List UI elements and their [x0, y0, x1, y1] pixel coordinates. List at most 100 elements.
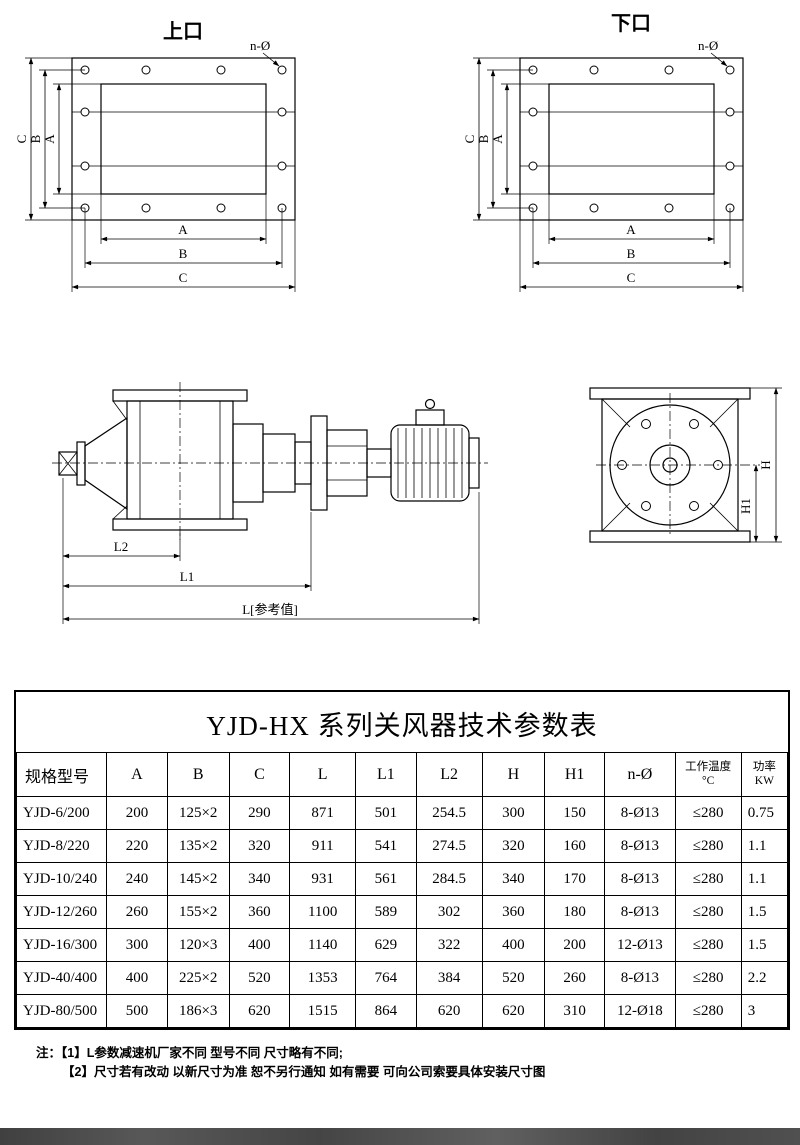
cell: ≤280 [674, 961, 742, 995]
col-header-h1: H1 [544, 752, 606, 797]
cell: 290 [228, 796, 291, 830]
dim-a-bottom-label: A [178, 222, 188, 237]
cell: 254.5 [415, 796, 483, 830]
cell: 300 [106, 928, 168, 962]
cell: YJD-12/260 [15, 895, 108, 929]
table-row: YJD-16/300 300 120×3 400 1140 629 322 40… [15, 928, 789, 962]
cell: 340 [228, 862, 291, 896]
technical-drawings: 上口 n-Ø C B A A B C [14, 13, 782, 624]
cell: 864 [355, 994, 417, 1028]
dim-h-label: H [758, 460, 773, 469]
motor-terminal-box [415, 409, 445, 426]
side-view-drawing: L2 L1 L[参考值] [52, 382, 488, 624]
col-header-l2: L2 [415, 752, 483, 797]
spec-table: 规格型号 A B C L L1 L2 H H1 n-Ø 工作温度 °C 功率 K… [15, 752, 789, 1028]
lower-port-title: 下口 [611, 13, 651, 35]
bottom-image-strip [0, 1128, 800, 1145]
cell: 302 [415, 895, 483, 929]
cell: 8-Ø13 [604, 862, 676, 896]
dim-b-left-label: B [476, 134, 491, 143]
cell: 135×2 [166, 829, 230, 863]
cell: 125×2 [166, 796, 230, 830]
cell: 322 [415, 928, 483, 962]
cell: 360 [228, 895, 291, 929]
cell: 1.5 [740, 895, 789, 929]
cell: 911 [289, 829, 357, 863]
table-row: YJD-12/260 260 155×2 360 1100 589 302 36… [15, 895, 789, 929]
col-header-l: L [289, 752, 357, 797]
dim-c-bottom-label: C [179, 270, 188, 285]
cell: 620 [415, 994, 483, 1028]
cell: 931 [289, 862, 357, 896]
col-header-h: H [481, 752, 546, 797]
cell: 360 [481, 895, 546, 929]
cell: 12-Ø13 [604, 928, 676, 962]
flange-drawing-lower-port: 下口 n-Ø C B A A B C [462, 13, 744, 292]
footnote-line-1: 注：【1】L参数减速机厂家不同 型号不同 尺寸略有不同; [36, 1046, 343, 1060]
cell: 340 [481, 862, 546, 896]
cell: ≤280 [674, 796, 742, 830]
bolt-holes [528, 65, 735, 213]
cell: 1353 [289, 961, 357, 995]
end-view-drawing: H H1 [589, 387, 782, 543]
cell: 145×2 [166, 862, 230, 896]
temp-header-top: 工作温度 [685, 760, 732, 773]
cell: 500 [106, 994, 168, 1028]
cell: 501 [355, 796, 417, 830]
dim-c-bottom-label: C [627, 270, 636, 285]
cell: 1100 [289, 895, 357, 929]
cell: 620 [481, 994, 546, 1028]
shaft-end [58, 451, 78, 476]
dim-h1-label: H1 [738, 498, 753, 514]
bearing-cap [76, 441, 86, 486]
cell: ≤280 [674, 928, 742, 962]
power-header-top: 功率 [752, 760, 776, 773]
flange-opening-outline [548, 83, 715, 195]
footnotes: 注：【1】L参数减速机厂家不同 型号不同 尺寸略有不同; 【2】尺寸若有改动 以… [36, 1044, 545, 1082]
flange-opening-outline [100, 83, 267, 195]
table-row: YJD-10/240 240 145×2 340 931 561 284.5 3… [15, 862, 789, 896]
motor-fins [397, 428, 463, 498]
bolt-holes [80, 65, 287, 213]
cell: 520 [481, 961, 546, 995]
col-header-l1: L1 [355, 752, 417, 797]
table-title: YJD-HX 系列关风器技术参数表 [206, 711, 598, 741]
cell: 589 [355, 895, 417, 929]
hole-count-label: n-Ø [698, 38, 718, 53]
cell: ≤280 [674, 994, 742, 1028]
col-header-holes: n-Ø [604, 752, 676, 797]
cell: 620 [228, 994, 291, 1028]
cell: 1.1 [740, 862, 789, 896]
cell: 160 [544, 829, 606, 863]
header-row: 规格型号 A B C L L1 L2 H H1 n-Ø 工作温度 °C 功率 K… [15, 752, 789, 797]
motor-eye-bolt [424, 398, 436, 410]
cell: YJD-16/300 [15, 928, 108, 962]
dim-l-reference-label: L[参考值] [242, 602, 298, 617]
cell: 200 [544, 928, 606, 962]
flange-outer-outline [519, 57, 744, 221]
temp-header-unit: °C [702, 774, 715, 787]
cell: 2.2 [740, 961, 789, 995]
dim-b-bottom-label: B [627, 246, 636, 261]
cell: 0.75 [740, 796, 789, 830]
cell: 871 [289, 796, 357, 830]
flange-drawing-upper-port: 上口 n-Ø C B A A B C [14, 20, 296, 292]
cell: 400 [481, 928, 546, 962]
cell: 561 [355, 862, 417, 896]
spec-table-box: YJD-HX 系列关风器技术参数表 规格型号 A B C L L1 L2 H H… [14, 690, 790, 1030]
cell: 225×2 [166, 961, 230, 995]
dim-a-left-label: A [42, 134, 57, 144]
cell: 8-Ø13 [604, 796, 676, 830]
power-header-unit: KW [754, 774, 774, 787]
cell: 384 [415, 961, 483, 995]
cell: 1.1 [740, 829, 789, 863]
cell: 284.5 [415, 862, 483, 896]
cell: 220 [106, 829, 168, 863]
cell: 320 [228, 829, 291, 863]
upper-port-title: 上口 [163, 20, 203, 43]
dim-l2-label: L2 [114, 539, 128, 554]
table-row: YJD-8/220 220 135×2 320 911 541 274.5 32… [15, 829, 789, 863]
col-header-temperature: 工作温度 °C [674, 752, 742, 797]
cell: 300 [481, 796, 546, 830]
